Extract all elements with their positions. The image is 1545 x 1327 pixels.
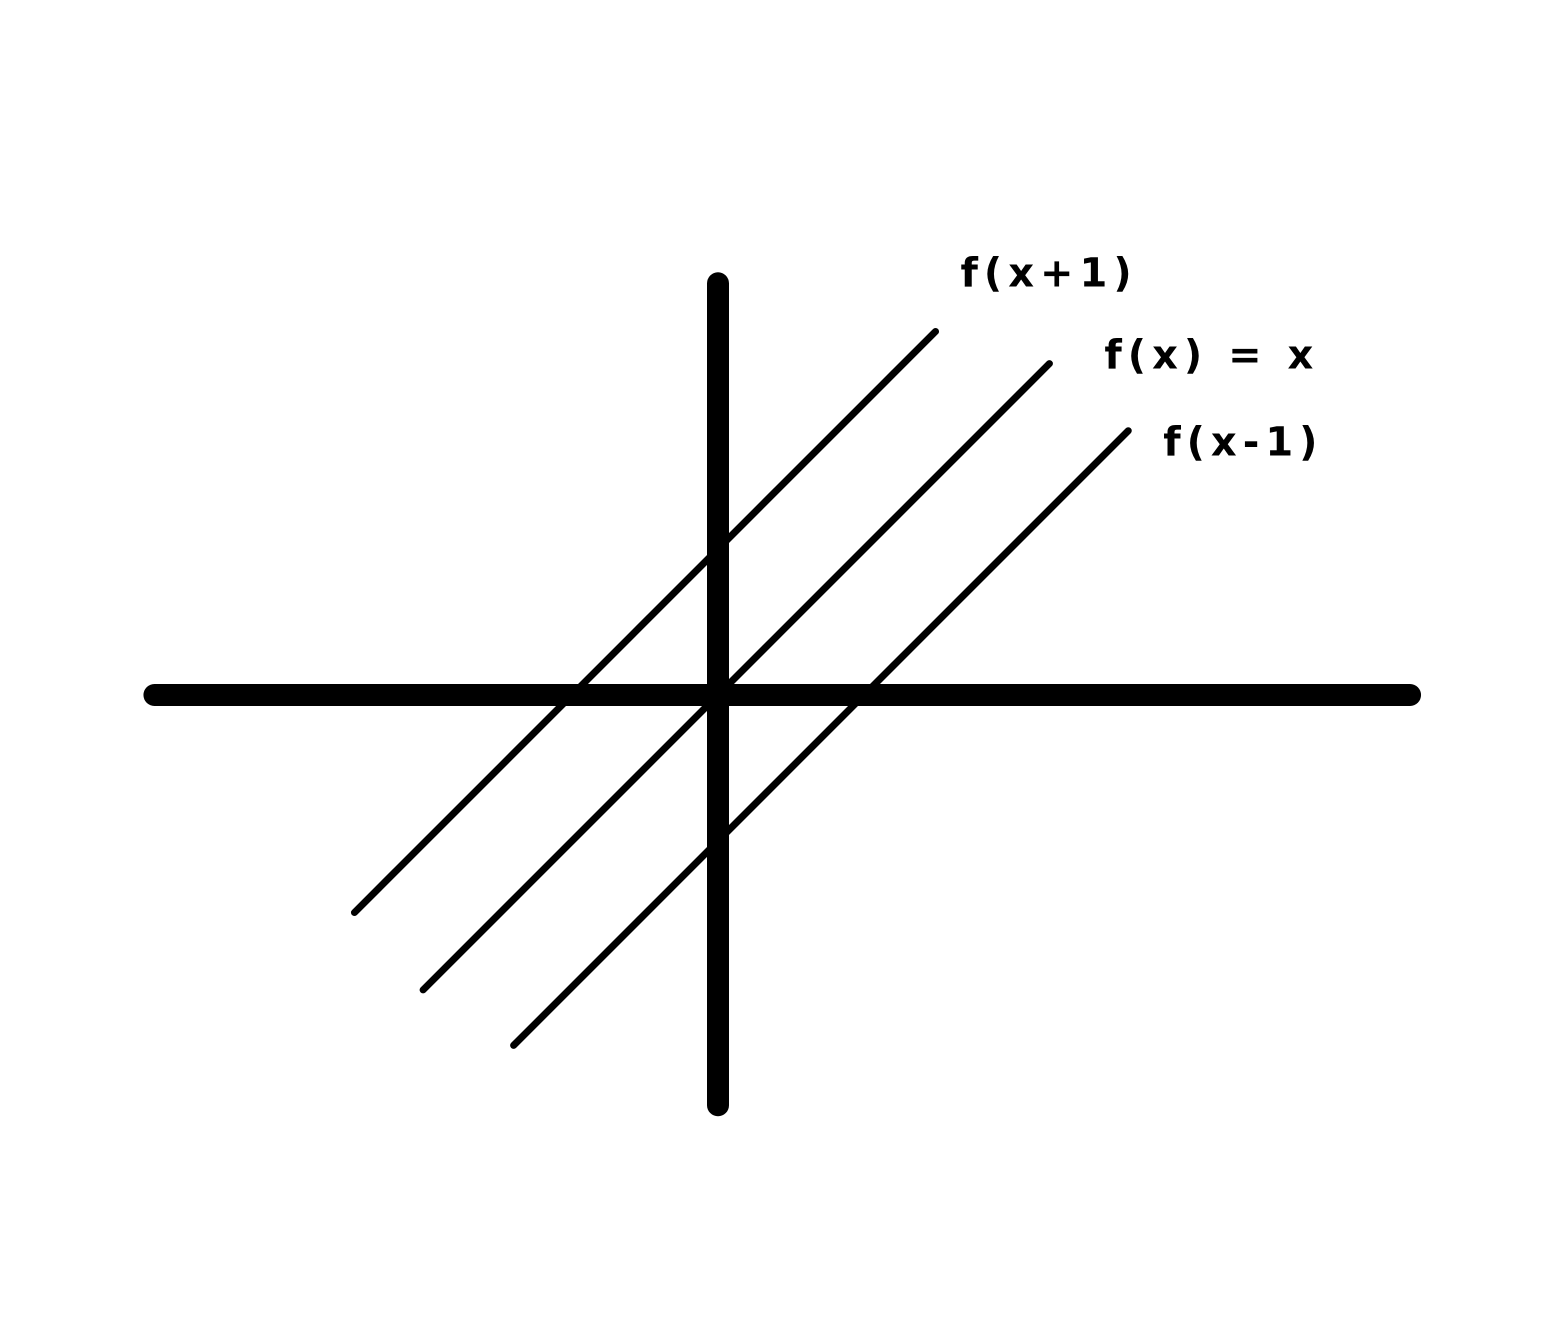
series-line-0: [350, 327, 940, 917]
label-f-x-equals-x: f(x) = x: [1104, 333, 1319, 379]
series-line-1: [419, 360, 1053, 994]
label-f-x-plus-1: f(x+1): [961, 250, 1138, 296]
label-f-x-minus-1: f(x-1): [1163, 420, 1323, 466]
series-line-2: [510, 427, 1132, 1049]
